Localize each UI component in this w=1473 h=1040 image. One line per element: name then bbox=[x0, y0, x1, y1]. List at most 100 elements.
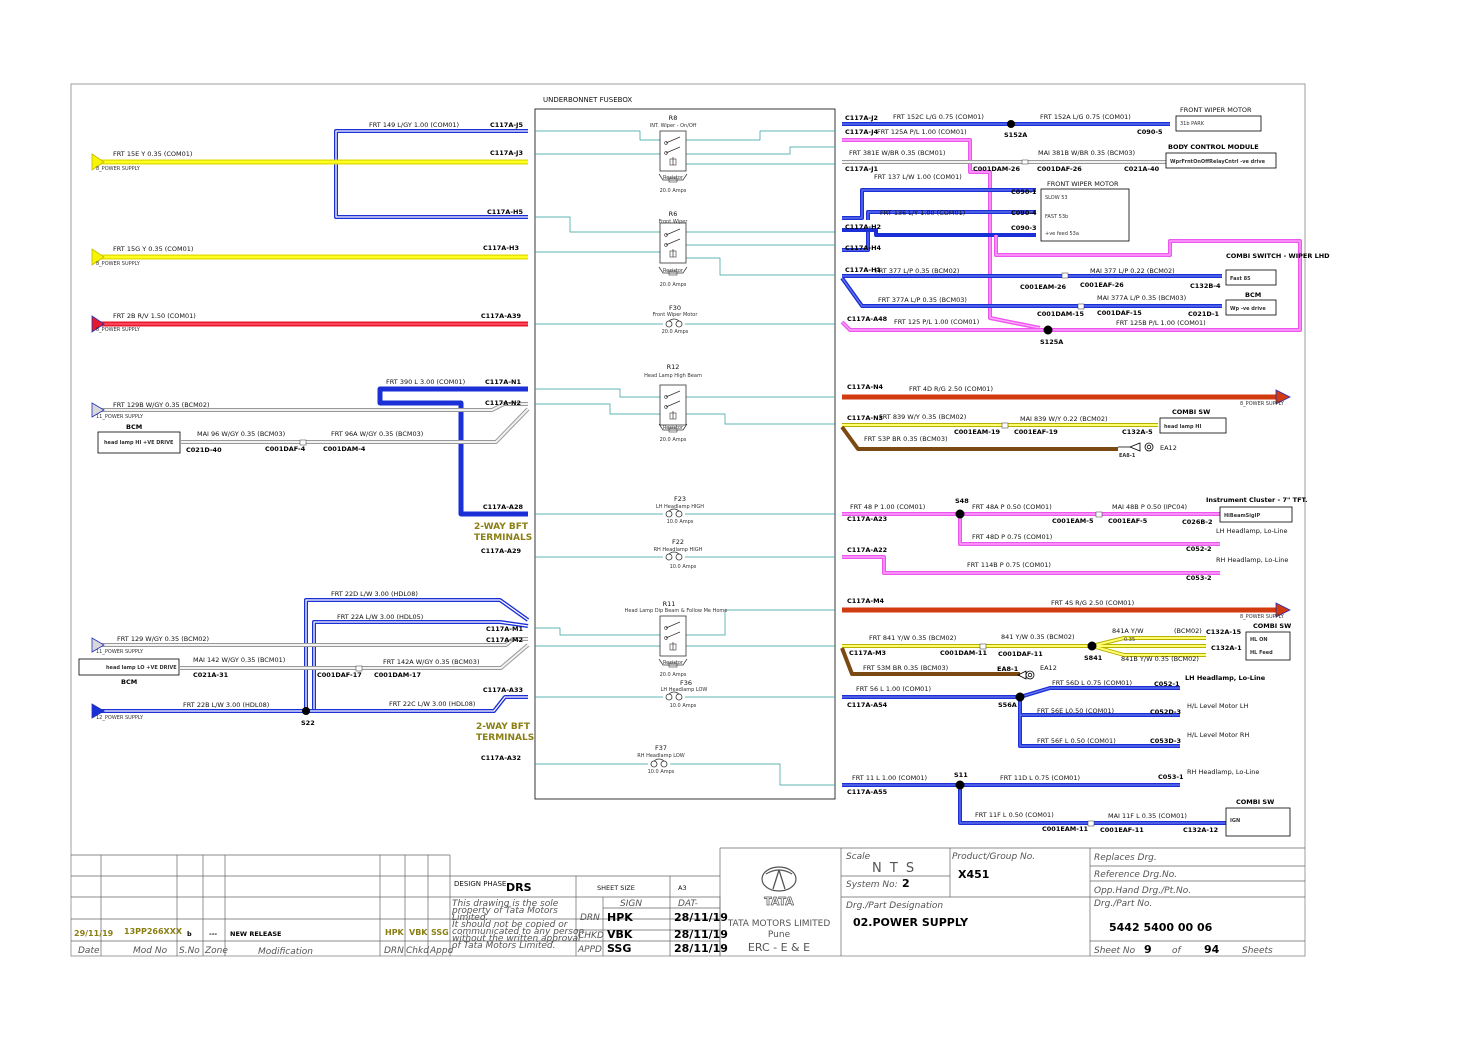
svg-text:FRT 22D L/W 3.00 (HDL0: FRT 22D L/W 3.00 (HDL08) bbox=[331, 590, 418, 598]
svg-text:FRT 48D P 0.75 (COM01): FRT 48D P 0.75 (COM01) bbox=[972, 533, 1052, 541]
svg-text:VBK: VBK bbox=[409, 928, 428, 937]
svg-text:DRN: DRN bbox=[384, 946, 404, 956]
svg-text:FRT 15E Y 0.35 (COM01): FRT 15E Y 0.35 (COM01) bbox=[113, 150, 192, 158]
svg-text:FRT 56D L 0.75 (COM01): FRT 56D L 0.75 (COM01) bbox=[1052, 679, 1132, 687]
svg-text:C021D-40: C021D-40 bbox=[186, 446, 222, 454]
fuse-f37 bbox=[650, 758, 668, 768]
svg-text:FRT 56F L 0.50 (COM01): FRT 56F L 0.50 (COM01) bbox=[1037, 737, 1116, 745]
svg-text:FRT 48 P 1.00 (COM01): FRT 48 P 1.00 (COM01) bbox=[850, 503, 925, 511]
svg-text:Scale: Scale bbox=[846, 852, 871, 862]
svg-text:C021A-40: C021A-40 bbox=[1124, 165, 1160, 173]
svg-text:C117A-N2: C117A-N2 bbox=[485, 399, 521, 407]
svg-text:LH Headlamp LOW: LH Headlamp LOW bbox=[661, 687, 708, 693]
svg-text:N T S: N T S bbox=[872, 861, 916, 876]
svg-text:FAST 53b: FAST 53b bbox=[1045, 214, 1068, 220]
svg-text:2-WAY BFT: 2-WAY BFT bbox=[476, 722, 531, 732]
svg-text:BODY CONTROL MODULE: BODY CONTROL MODULE bbox=[1168, 143, 1259, 151]
svg-text:C052-2: C052-2 bbox=[1186, 545, 1212, 553]
svg-text:C117A-N1: C117A-N1 bbox=[485, 378, 522, 386]
svg-text:FRT 149 L/GY 1.00 (COM: FRT 149 L/GY 1.00 (COM01) bbox=[369, 121, 459, 129]
svg-text:C090-5: C090-5 bbox=[1137, 128, 1163, 136]
svg-text:FRT 2B R/V 1.50 (COM01: FRT 2B R/V 1.50 (COM01) bbox=[113, 312, 196, 320]
svg-text:31b PARK: 31b PARK bbox=[1180, 121, 1205, 127]
device-rh-headlamp-2: RH Headlamp, Lo-Line bbox=[1187, 768, 1259, 776]
svg-text:C132B-4: C132B-4 bbox=[1190, 282, 1221, 290]
fuse-f22 bbox=[665, 551, 683, 561]
svg-text:10.0 Amps: 10.0 Amps bbox=[670, 703, 697, 709]
svg-text:INT. Wiper - On/Off: INT. Wiper - On/Off bbox=[650, 123, 697, 129]
device-combi-switch-wiper: COMBI SWITCH - WIPER LHD Fast 85 bbox=[1225, 252, 1330, 286]
title-block-middle: DESIGN PHASE DRS SHEET SIZE A3 This draw… bbox=[451, 880, 728, 955]
svg-text:C001EAM-19: C001EAM-19 bbox=[954, 428, 1000, 436]
device-combi-sw-hi: COMBI SW head lamp HI bbox=[1159, 408, 1227, 434]
svg-text:9: 9 bbox=[1144, 943, 1152, 956]
svg-text:LH Headlamp HIGH: LH Headlamp HIGH bbox=[656, 504, 704, 510]
svg-text:FRT 125B P/L 1.00 (COM: FRT 125B P/L 1.00 (COM01) bbox=[1116, 319, 1206, 327]
device-front-wiper-motor-1: FRONT WIPER MOTOR 31b PARK bbox=[1175, 106, 1262, 132]
svg-text:FRT 377A L/P 0.35 (BCM: FRT 377A L/P 0.35 (BCM03) bbox=[878, 296, 967, 304]
device-combi-sw-ign: COMBI SW IGN bbox=[1225, 798, 1291, 837]
bcm-left-lo: head lamp LO +VE DRIVE BCM bbox=[78, 658, 180, 686]
svg-text:EA8-1: EA8-1 bbox=[997, 665, 1019, 673]
svg-text:System No:: System No: bbox=[846, 880, 898, 890]
svg-text:C001EAF-11: C001EAF-11 bbox=[1100, 826, 1144, 834]
svg-text:C090-4: C090-4 bbox=[1011, 209, 1037, 217]
svg-text:Resistor: Resistor bbox=[663, 268, 684, 274]
device-lh-headlamp: LH Headlamp, Lo-Line bbox=[1216, 527, 1287, 535]
svg-text:BCM: BCM bbox=[1245, 291, 1261, 299]
svg-text:C001DAF-17: C001DAF-17 bbox=[317, 671, 362, 679]
svg-text:HiBeamSigIP: HiBeamSigIP bbox=[1224, 513, 1260, 519]
svg-text:29/11/19: 29/11/19 bbox=[74, 929, 114, 938]
svg-text:S.No: S.No bbox=[179, 946, 200, 956]
svg-text:communicated to any person: communicated to any person bbox=[452, 927, 584, 937]
svg-text:C001EAM-5: C001EAM-5 bbox=[1052, 517, 1094, 525]
svg-text:5442 5400 00 06: 5442 5400 00 06 bbox=[1109, 921, 1213, 934]
fuse-f23 bbox=[665, 508, 683, 518]
svg-text:TERMINALS: TERMINALS bbox=[476, 733, 534, 743]
svg-text:Instrument Cluster - 7" TFT.: Instrument Cluster - 7" TFT. bbox=[1206, 496, 1307, 504]
device-level-motor-lh: H/L Level Motor LH bbox=[1187, 702, 1248, 710]
svg-text:FRT 381E W/BR 0.35 (BC: FRT 381E W/BR 0.35 (BCM01) bbox=[849, 149, 945, 157]
svg-text:C117A-N4: C117A-N4 bbox=[847, 383, 884, 391]
svg-text:F37: F37 bbox=[655, 744, 667, 752]
svg-text:RH Headlamp HIGH: RH Headlamp HIGH bbox=[654, 547, 703, 553]
svg-text:20.0 Amps: 20.0 Amps bbox=[660, 282, 687, 288]
svg-text:Sheet No: Sheet No bbox=[1094, 946, 1136, 956]
svg-text:S56A: S56A bbox=[998, 701, 1017, 709]
fuse-f30 bbox=[665, 318, 683, 328]
device-rh-headlamp: RH Headlamp, Lo-Line bbox=[1216, 556, 1288, 564]
svg-text:Resistor: Resistor bbox=[663, 425, 684, 431]
svg-text:DRS: DRS bbox=[506, 881, 532, 894]
svg-text:FRT 15G Y 0.35 (COM01): FRT 15G Y 0.35 (COM01) bbox=[113, 245, 193, 253]
svg-text:FRT 839 W/Y 0.35 (BCM0: FRT 839 W/Y 0.35 (BCM02) bbox=[879, 413, 966, 421]
svg-text:841 Y/W 0.35 (BCM02): 841 Y/W 0.35 (BCM02) bbox=[1001, 633, 1075, 641]
svg-text:C117A-A23: C117A-A23 bbox=[847, 515, 887, 523]
svg-text:20.0 Amps: 20.0 Amps bbox=[660, 672, 687, 678]
svg-text:FRT 114B P 0.75 (COM01: FRT 114B P 0.75 (COM01) bbox=[967, 561, 1051, 569]
svg-text:FRT 142A W/GY 0.35 (BC: FRT 142A W/GY 0.35 (BCM03) bbox=[383, 658, 479, 666]
svg-text:C117A-J3: C117A-J3 bbox=[490, 149, 523, 157]
svg-text:FRT 11F L 0.50 (COM01): FRT 11F L 0.50 (COM01) bbox=[975, 811, 1054, 819]
title-block-left: Date Mod No S.No Zone Modification DRN C… bbox=[74, 927, 454, 957]
svg-text:C117A-J2: C117A-J2 bbox=[845, 114, 878, 122]
svg-text:SSG: SSG bbox=[607, 942, 631, 955]
svg-text:C117A-H2: C117A-H2 bbox=[845, 223, 881, 231]
svg-text:DRN: DRN bbox=[580, 913, 600, 923]
svg-text:R8: R8 bbox=[669, 114, 678, 122]
svg-text:EA8-1: EA8-1 bbox=[1119, 453, 1136, 459]
svg-text:SHEET SIZE: SHEET SIZE bbox=[597, 884, 635, 892]
svg-text:DAT-: DAT- bbox=[678, 899, 698, 909]
svg-text:COMBI SW: COMBI SW bbox=[1253, 622, 1291, 630]
svg-text:Zone: Zone bbox=[204, 946, 228, 956]
svg-text:COMBI SW: COMBI SW bbox=[1236, 798, 1274, 806]
svg-text:Drg./Part No.: Drg./Part No. bbox=[1094, 899, 1152, 909]
svg-text:13PP266XXX: 13PP266XXX bbox=[124, 927, 183, 936]
device-bcm-1: BODY CONTROL MODULE WprFrntOnOffRelayCnt… bbox=[1165, 143, 1277, 169]
svg-text:10.0 Amps: 10.0 Amps bbox=[667, 519, 694, 525]
svg-text:C001EAF-5: C001EAF-5 bbox=[1108, 517, 1148, 525]
svg-text:R11: R11 bbox=[663, 600, 676, 608]
svg-text:28/11/19: 28/11/19 bbox=[674, 928, 728, 941]
svg-text:FRT 53P BR 0.35 (BCM03: FRT 53P BR 0.35 (BCM03) bbox=[864, 435, 948, 443]
svg-text:S48: S48 bbox=[955, 497, 969, 505]
